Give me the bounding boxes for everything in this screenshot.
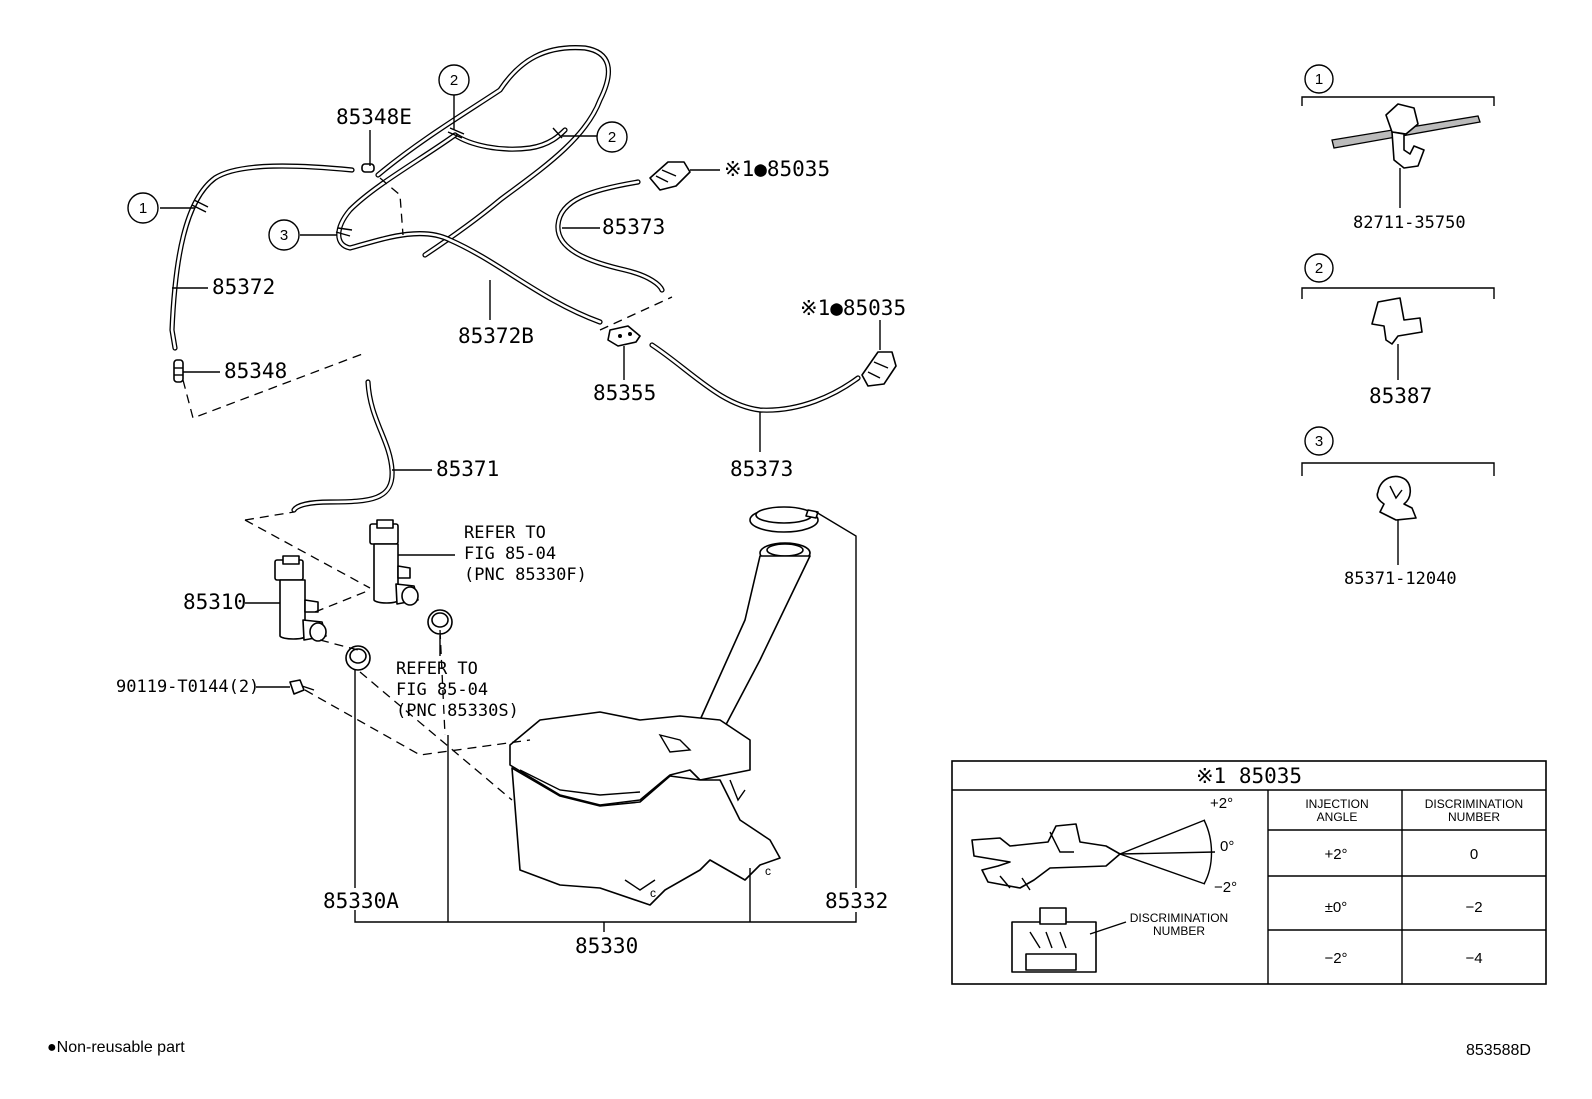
clip-markers <box>191 127 563 237</box>
hose-85372b-loop <box>336 45 611 325</box>
svg-text:1: 1 <box>1315 71 1323 88</box>
row2-number: −2 <box>1465 899 1482 916</box>
injection-angle-table: ※1 85035 INJECTION ANGLE DISCRIMINATION … <box>951 760 1547 985</box>
legend-2: 2 85387 <box>1301 253 1495 408</box>
label-85348: 85348 <box>224 359 287 383</box>
refer-2-line2: FIG 85-04 <box>396 680 488 700</box>
nozzle-85035-lower <box>861 351 897 387</box>
bolt-90119 <box>289 679 315 695</box>
svg-text:2: 2 <box>1315 260 1323 277</box>
label-85373-lower: 85373 <box>730 457 793 481</box>
dashed-reference-lines <box>182 177 673 801</box>
svg-text:3: 3 <box>280 227 288 244</box>
label-85355: 85355 <box>593 381 656 405</box>
hose-85371 <box>291 379 395 513</box>
svg-text:1: 1 <box>139 200 147 217</box>
label-85035-lower: ※1●85035 <box>800 296 906 320</box>
svg-text:c: c <box>650 886 656 900</box>
grommet-85330a <box>345 645 371 671</box>
angle-zero-label: 0° <box>1220 838 1234 855</box>
svg-text:2: 2 <box>450 72 458 89</box>
row3-number: −4 <box>1465 950 1482 967</box>
refer-2-line1: REFER TO <box>396 659 478 679</box>
drawing-code: 853588D <box>1466 1042 1531 1059</box>
row3-angle: −2° <box>1324 950 1347 967</box>
joint-85355 <box>607 325 641 347</box>
header-injection-2: ANGLE <box>1317 810 1358 824</box>
label-85371: 85371 <box>436 457 499 481</box>
cap-85332 <box>749 506 819 533</box>
callout-1: 1 <box>127 192 159 224</box>
joint-85348 <box>173 359 184 383</box>
disc-label-1: DISCRIMINATION <box>1130 911 1228 925</box>
header-discrimination-2: NUMBER <box>1448 810 1500 824</box>
refer-1-line2: FIG 85-04 <box>464 544 556 564</box>
legend-part-3: 85371-12040 <box>1344 569 1457 589</box>
svg-text:c: c <box>765 864 771 878</box>
label-85330: 85330 <box>575 934 638 958</box>
angle-minus-label: −2° <box>1214 879 1237 896</box>
disc-label-2: NUMBER <box>1153 924 1205 938</box>
refer-2-line3: (PNC 85330S) <box>396 701 519 721</box>
label-85372: 85372 <box>212 275 275 299</box>
label-85373-upper: 85373 <box>602 215 665 239</box>
discrimination-detail: DISCRIMINATION NUMBER <box>1011 907 1228 973</box>
joint-85348e <box>361 163 375 173</box>
label-85332: 85332 <box>825 889 888 913</box>
table-title: ※1 85035 <box>1196 764 1302 788</box>
label-85330a: 85330A <box>323 889 399 913</box>
label-90119: 90119-T0144(2) <box>116 677 259 697</box>
svg-text:2: 2 <box>608 129 616 146</box>
pump-85310 <box>274 555 327 642</box>
header-discrimination-1: DISCRIMINATION <box>1425 797 1523 811</box>
svg-text:3: 3 <box>1315 433 1323 450</box>
legend-3: 3 85371-12040 <box>1301 426 1495 589</box>
legend-part-1: 82711-35750 <box>1353 213 1466 233</box>
label-85310: 85310 <box>183 590 246 614</box>
nozzle-detail: +2° 0° −2° <box>971 795 1237 896</box>
legend-1: 1 82711-35750 <box>1301 64 1495 233</box>
hose-85372 <box>169 163 355 351</box>
label-85348e: 85348E <box>336 105 412 129</box>
refer-1-line1: REFER TO <box>464 523 546 543</box>
footer-note: ●Non-reusable part <box>47 1039 185 1056</box>
refer-1-line3: (PNC 85330F) <box>464 565 587 585</box>
legend-part-2: 85387 <box>1369 384 1432 408</box>
header-injection-1: INJECTION <box>1305 797 1368 811</box>
part-labels: 85348E ※1●85035 85373 85372 85372B ※1●85… <box>116 105 906 958</box>
row2-angle: ±0° <box>1325 899 1348 916</box>
hose-85373-upper <box>555 179 665 293</box>
label-85035-upper: ※1●85035 <box>724 157 830 181</box>
label-85372b: 85372B <box>458 324 534 348</box>
pump-85330f <box>369 519 419 606</box>
hose-85373-lower <box>649 342 861 413</box>
leader-lines <box>160 92 881 932</box>
row1-number: 0 <box>1470 846 1478 863</box>
nozzle-85035-upper <box>649 161 691 191</box>
row1-angle: +2° <box>1324 846 1347 863</box>
callout-3: 3 <box>268 219 300 251</box>
callout-2-right: 2 <box>596 121 628 153</box>
grommet-85330s <box>427 609 453 635</box>
tank-85330: c c <box>509 542 811 906</box>
callout-2-top: 2 <box>438 64 470 96</box>
angle-plus-label: +2° <box>1210 795 1233 812</box>
